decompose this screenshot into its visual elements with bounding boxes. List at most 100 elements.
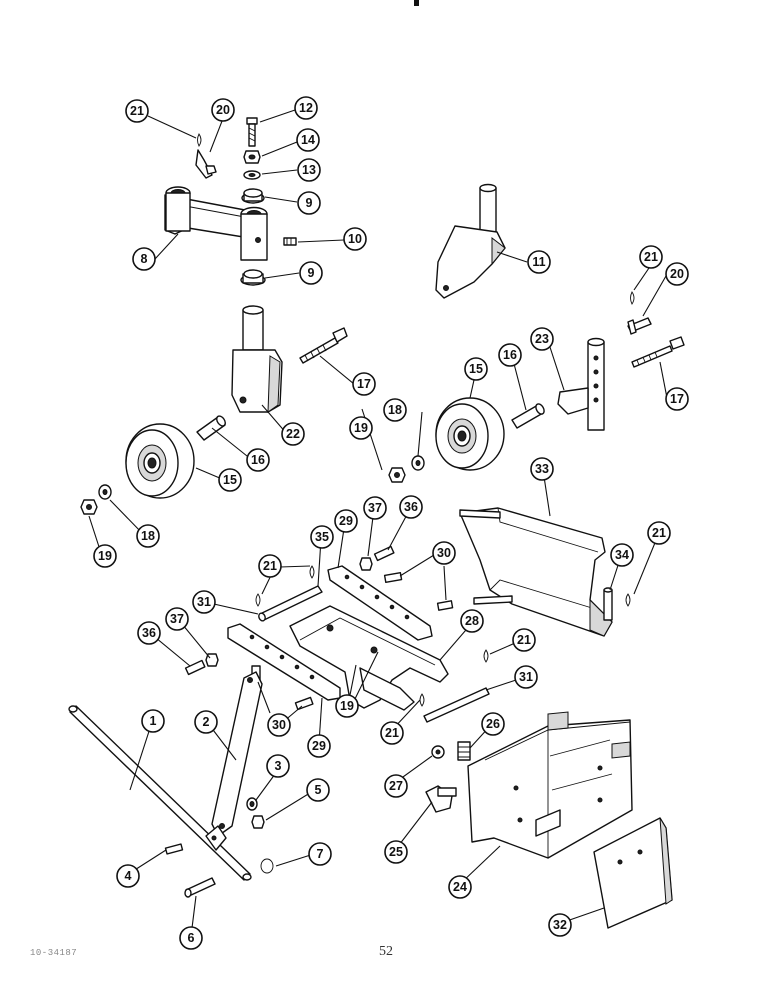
- svg-text:6: 6: [188, 931, 195, 945]
- bolt-4: [164, 843, 184, 855]
- svg-text:10: 10: [348, 232, 362, 246]
- callout-34: 34: [610, 543, 634, 567]
- svg-text:19: 19: [340, 699, 354, 713]
- callout-29-lower: 29: [307, 734, 331, 758]
- callout-33: 33: [530, 457, 554, 481]
- link-arm-2: [211, 671, 263, 837]
- svg-text:14: 14: [301, 133, 315, 147]
- svg-text:17: 17: [670, 392, 684, 406]
- nut-19-left: [80, 499, 98, 515]
- svg-text:37: 37: [368, 501, 382, 515]
- svg-text:21: 21: [644, 250, 658, 264]
- svg-text:20: 20: [670, 267, 684, 281]
- callout-17-left: 17: [352, 372, 376, 396]
- svg-text:29: 29: [339, 514, 353, 528]
- svg-text:4: 4: [125, 869, 132, 883]
- callout-8: 8: [132, 247, 156, 271]
- svg-text:21: 21: [263, 559, 277, 573]
- document-code: 10-34187: [30, 948, 78, 958]
- svg-text:13: 13: [302, 163, 316, 177]
- plate-32: [593, 817, 673, 929]
- swivel-yoke-arm: [164, 186, 268, 261]
- pin-31-lower: [423, 687, 490, 723]
- washer-27: [431, 745, 445, 759]
- svg-text:21: 21: [130, 104, 144, 118]
- clip-21-shield: [625, 593, 631, 607]
- top-edge-mark: [414, 0, 419, 6]
- svg-text:7: 7: [317, 847, 324, 861]
- svg-text:3: 3: [275, 759, 282, 773]
- svg-text:20: 20: [216, 103, 230, 117]
- callout-22: 22: [281, 422, 305, 446]
- svg-text:33: 33: [535, 462, 549, 476]
- svg-text:31: 31: [197, 595, 211, 609]
- callout-21-upper-left: 21: [125, 99, 149, 123]
- callout-3: 3: [266, 754, 290, 778]
- hitch-bar-29-lower: [227, 623, 341, 701]
- callout-21-pin-upper: 21: [258, 554, 282, 578]
- callout-36-upper: 36: [399, 495, 423, 519]
- callout-28: 28: [460, 609, 484, 633]
- clip-21-pin-upper: [255, 565, 315, 607]
- svg-text:29: 29: [312, 739, 326, 753]
- callout-2: 2: [194, 710, 218, 734]
- nut-14: [243, 150, 261, 164]
- callout-30-lower: 30: [267, 713, 291, 737]
- svg-text:16: 16: [503, 348, 517, 362]
- svg-text:19: 19: [354, 421, 368, 435]
- svg-text:21: 21: [652, 526, 666, 540]
- pin-6: [184, 877, 216, 898]
- bolt-12: [246, 117, 258, 147]
- svg-text:18: 18: [141, 529, 155, 543]
- svg-text:21: 21: [517, 633, 531, 647]
- svg-text:17: 17: [357, 377, 371, 391]
- bolt-17-left: [299, 327, 348, 364]
- svg-text:25: 25: [389, 845, 403, 859]
- callout-15-left: 15: [218, 468, 242, 492]
- callout-35: 35: [310, 525, 334, 549]
- bolt-17-right: [631, 336, 685, 368]
- callout-24: 24: [448, 875, 472, 899]
- callout-27: 27: [384, 774, 408, 798]
- svg-text:5: 5: [315, 783, 322, 797]
- svg-text:8: 8: [141, 252, 148, 266]
- callout-19-center: 19: [335, 694, 359, 718]
- callout-12: 12: [294, 96, 318, 120]
- svg-text:18: 18: [388, 403, 402, 417]
- callout-25: 25: [384, 840, 408, 864]
- callout-21-upper-right: 21: [639, 245, 663, 269]
- svg-text:27: 27: [389, 779, 403, 793]
- svg-text:22: 22: [286, 427, 300, 441]
- mounting-bracket-24: [467, 711, 633, 859]
- bolt-36-lower: [184, 659, 206, 676]
- svg-text:31: 31: [519, 670, 533, 684]
- svg-text:15: 15: [223, 473, 237, 487]
- svg-text:15: 15: [469, 362, 483, 376]
- svg-text:21: 21: [385, 726, 399, 740]
- callout-18-right: 18: [383, 398, 407, 422]
- callout-21-shield: 21: [647, 521, 671, 545]
- pin-20-upper: [195, 149, 217, 179]
- caster-fork-22: [231, 305, 283, 413]
- callout-36-lower: 36: [137, 621, 161, 645]
- callout-37-lower: 37: [165, 607, 189, 631]
- nut-37-upper: [359, 557, 373, 571]
- callout-9-lower: 9: [299, 261, 323, 285]
- svg-text:36: 36: [404, 500, 418, 514]
- callout-9-upper: 9: [297, 191, 321, 215]
- washer-18-left: [98, 484, 112, 500]
- callout-6: 6: [179, 926, 203, 950]
- wheel-15-right: [435, 397, 505, 471]
- axle-16-left: [196, 415, 226, 441]
- nut-19-right: [388, 467, 406, 483]
- svg-text:2: 2: [203, 715, 210, 729]
- callout-1: 1: [141, 709, 165, 733]
- callout-31-upper: 31: [192, 590, 216, 614]
- svg-text:26: 26: [486, 717, 500, 731]
- callout-4: 4: [116, 864, 140, 888]
- svg-text:11: 11: [532, 255, 545, 269]
- clip-21-right: [630, 291, 635, 305]
- callout-23: 23: [530, 327, 554, 351]
- bushing-9-upper: [241, 188, 265, 204]
